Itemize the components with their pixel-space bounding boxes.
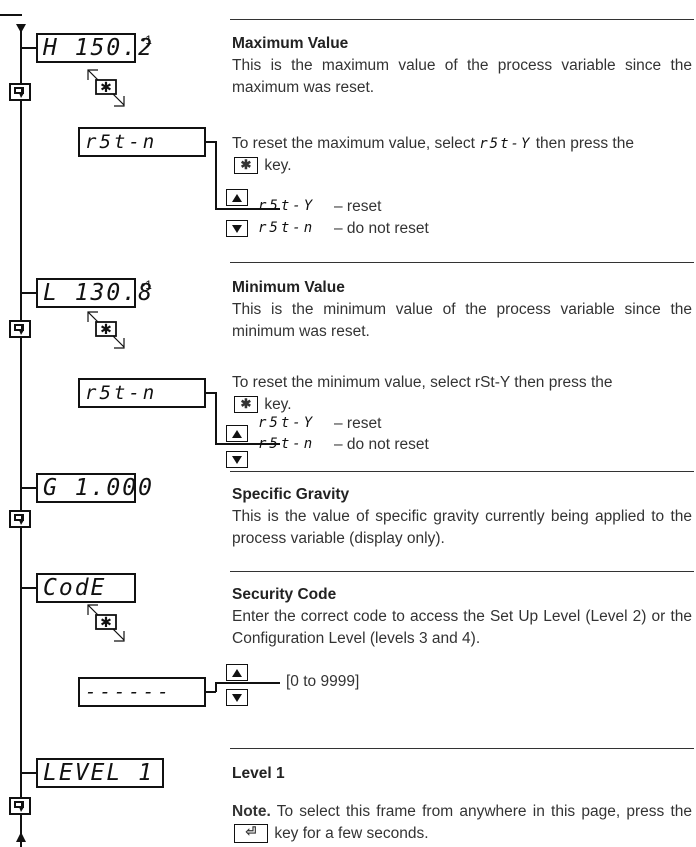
section-divider (230, 571, 694, 572)
option-connector (215, 392, 217, 444)
star-key-icon[interactable]: ✱ (86, 310, 126, 350)
frame-connector (20, 292, 36, 294)
frame-connector (20, 47, 36, 49)
note-text: Note. To select this frame from anywhere… (232, 803, 693, 844)
section-divider (230, 19, 694, 20)
down-arrow-key-icon[interactable] (226, 451, 248, 468)
star-key-icon: ✱ (234, 157, 258, 175)
section-title: Level 1 (232, 765, 285, 782)
footnote-marker: •1 (141, 33, 152, 47)
section-divider (230, 262, 694, 263)
svg-text:✱: ✱ (100, 80, 112, 96)
scroll-key-icon: ⏎ (234, 824, 268, 844)
svg-text:✱: ✱ (100, 615, 112, 631)
reset-code: r5t-Y (479, 136, 532, 152)
section-divider (230, 471, 694, 472)
section-description: This is the minimum value of the process… (232, 301, 692, 340)
option-connector (215, 443, 280, 445)
section-description: Enter the correct code to access the Set… (232, 608, 692, 647)
lcd-display-level: LEVEL 1 (36, 758, 164, 788)
up-arrow-key-icon[interactable] (226, 425, 248, 442)
option-connector (206, 691, 216, 693)
code-range: [0 to 9999] (286, 673, 360, 690)
down-flow-arrow-icon (16, 24, 26, 33)
star-key-icon: ✱ (234, 396, 258, 414)
star-key-icon[interactable]: ✱ (86, 68, 126, 108)
down-arrow-key-icon[interactable] (226, 689, 248, 706)
footnote-marker: •1 (141, 278, 152, 292)
section-title: Minimum Value (232, 279, 345, 296)
lcd-display-min: L 130.8 (36, 278, 152, 308)
scroll-key-icon[interactable] (9, 797, 31, 815)
up-flow-arrow-icon (16, 832, 26, 842)
frame-connector (20, 587, 36, 589)
option-connector (215, 141, 217, 209)
lcd-display-max: H 150.2 (36, 33, 152, 63)
lcd-subdisplay-code: ------ (78, 677, 206, 707)
down-arrow-key-icon[interactable] (226, 220, 248, 237)
option-connector (215, 208, 280, 210)
option-code: r5t-Y (258, 198, 316, 214)
lcd-subdisplay-min: r5t-n (78, 378, 206, 408)
scroll-key-icon[interactable] (9, 83, 31, 101)
option-connector (206, 392, 216, 394)
section-description: This is the value of specific gravity cu… (232, 508, 692, 547)
option-code: r5t-n (258, 220, 316, 236)
option-label: – reset (334, 198, 382, 215)
reset-instruction: To reset the maximum value, select r5t-Y… (232, 135, 634, 175)
section-divider (230, 748, 694, 749)
section-title: Specific Gravity (232, 486, 350, 503)
option-label: – reset (334, 415, 382, 432)
lcd-subdisplay-max: r5t-n (78, 127, 206, 157)
scroll-key-icon[interactable] (9, 510, 31, 528)
lcd-display-code: CodE (36, 573, 136, 603)
section-title: Maximum Value (232, 35, 349, 52)
section-title: Security Code (232, 586, 337, 603)
up-arrow-key-icon[interactable] (226, 664, 248, 681)
option-connector (215, 682, 217, 692)
option-label: – do not reset (334, 436, 429, 453)
option-connector (215, 682, 280, 684)
main-flow-line (20, 30, 22, 847)
section-description: This is the maximum value of the process… (232, 57, 692, 96)
star-key-icon[interactable]: ✱ (86, 603, 126, 643)
lcd-display-gravity: G 1.000 (36, 473, 152, 503)
flow-entry-line (0, 14, 22, 16)
option-code: r5t-n (258, 436, 316, 452)
option-label: – do not reset (334, 220, 429, 237)
frame-connector (20, 487, 36, 489)
option-code: r5t-Y (258, 415, 316, 431)
svg-text:✱: ✱ (100, 322, 112, 338)
reset-instruction: To reset the minimum value, select rSt-Y… (232, 374, 613, 414)
up-arrow-key-icon[interactable] (226, 189, 248, 206)
frame-connector (20, 772, 36, 774)
scroll-key-icon[interactable] (9, 320, 31, 338)
option-connector (206, 141, 216, 143)
